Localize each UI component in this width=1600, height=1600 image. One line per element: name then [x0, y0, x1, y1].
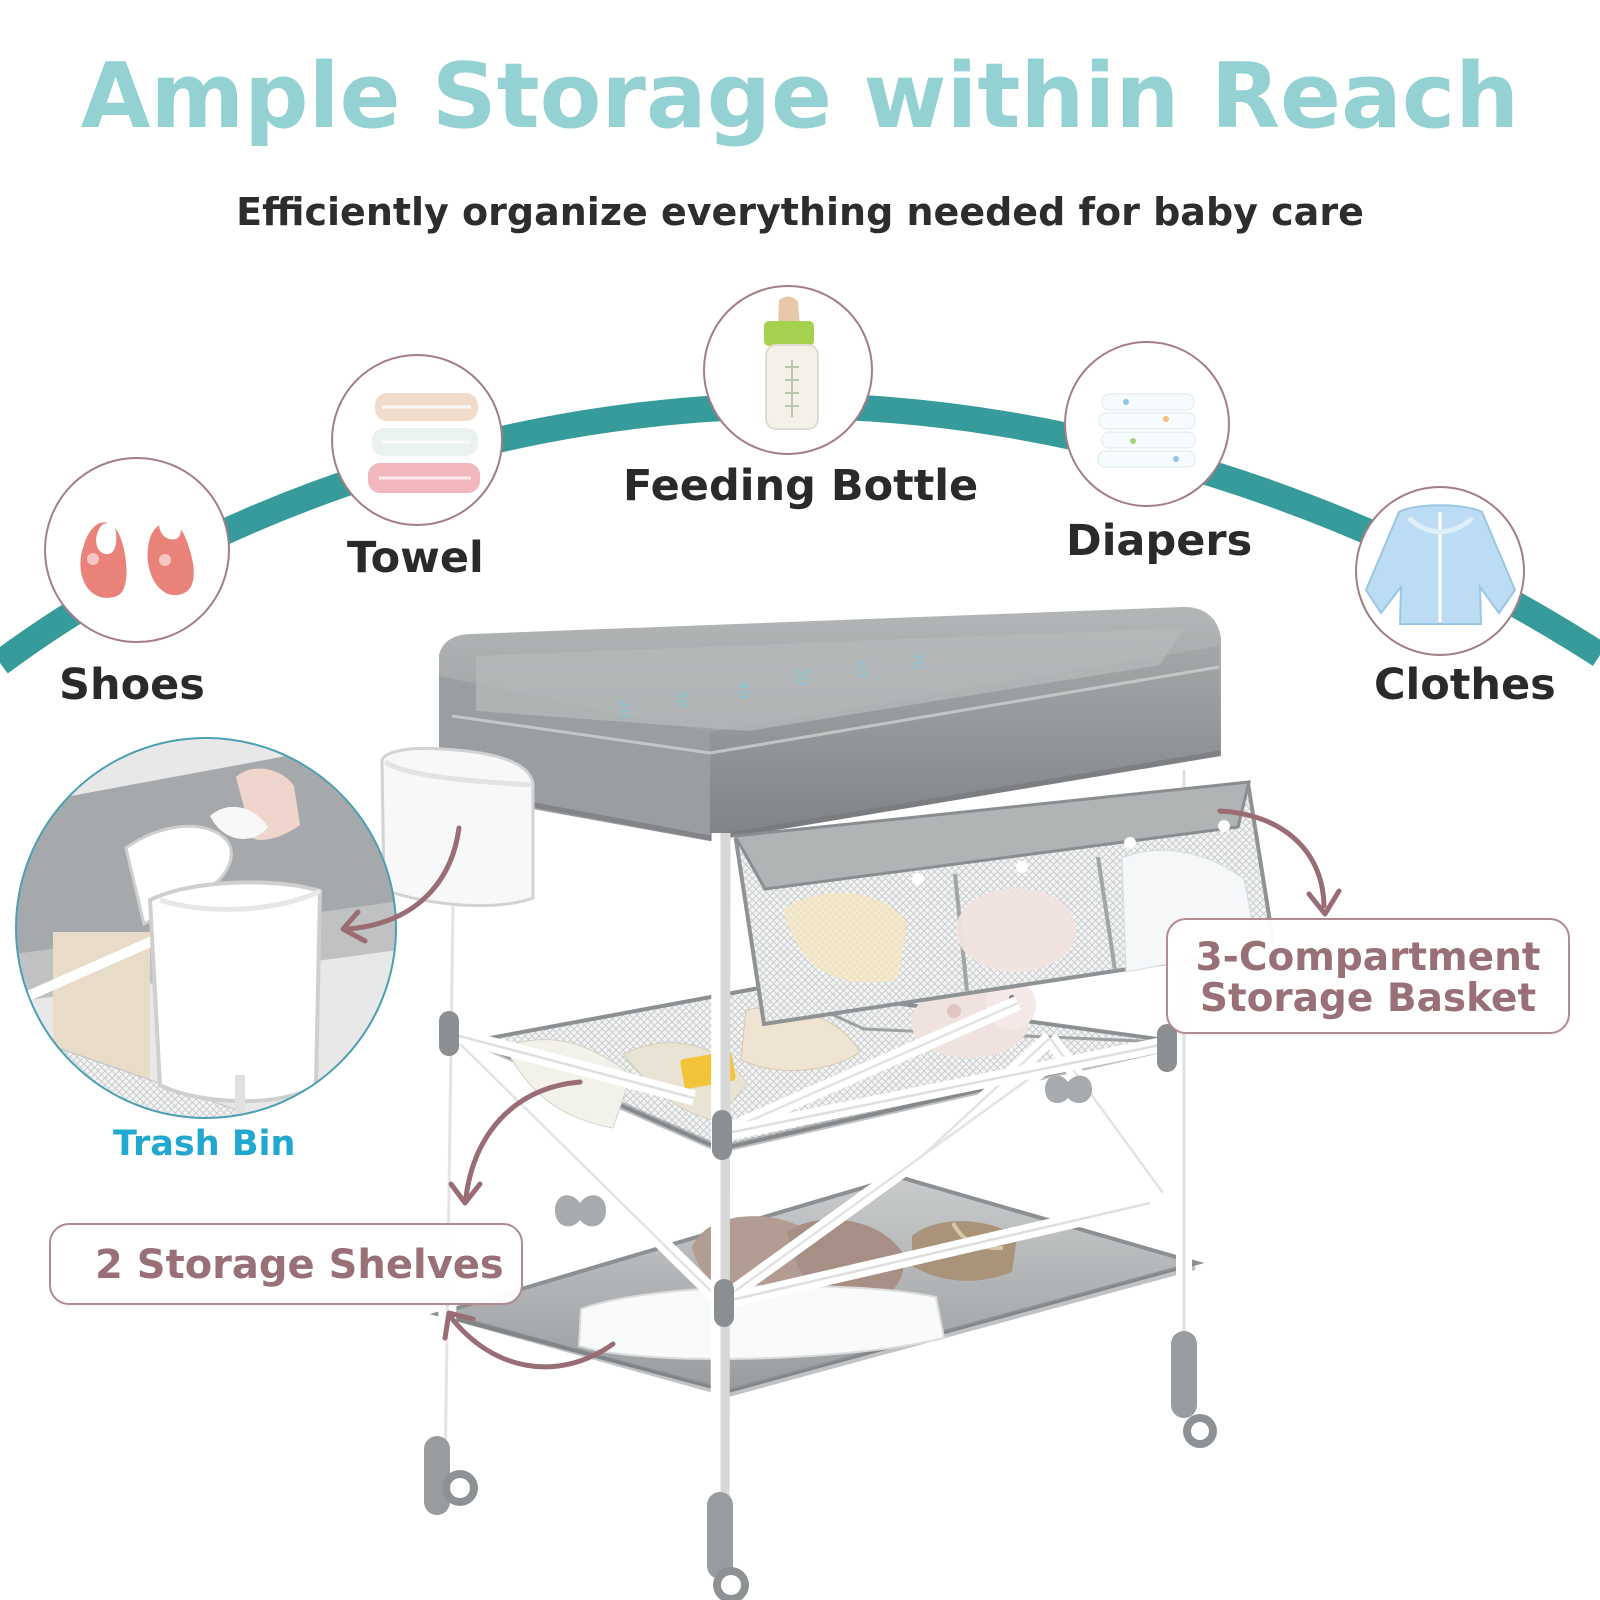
mat-marking-30: 30 — [673, 690, 689, 708]
towel-label: Towel — [347, 533, 484, 583]
mat-marking-60: 60 — [852, 660, 868, 678]
clothes-label: Clothes — [1374, 660, 1556, 710]
trash-bin-detail — [15, 737, 397, 1119]
page-title: Ample Storage within Reach — [80, 44, 1520, 149]
mat-marking-70: 70 — [909, 652, 925, 670]
mat-marking-40: 40 — [735, 681, 751, 699]
feeding-bottle-label: Feeding Bottle — [623, 461, 979, 511]
lower-shelf-arrow — [447, 1313, 616, 1370]
mat-marking-20: 20 — [616, 700, 632, 718]
trash-bin-arrow — [345, 825, 462, 932]
wheel — [442, 1470, 478, 1506]
folding-joint — [555, 1195, 606, 1227]
callout-arrows — [340, 808, 1342, 1370]
trash-bin-label: Trash Bin — [113, 1124, 296, 1164]
shoes-icon — [44, 457, 230, 643]
middle-shelf-arrow — [463, 1079, 583, 1200]
storage-shelves-callout: 2 Storage Shelves — [49, 1223, 523, 1305]
diapers-label: Diapers — [1066, 516, 1253, 566]
wheel — [1183, 1414, 1217, 1448]
basket-arrow — [1217, 808, 1327, 909]
storage-basket-label-line-1: 3-Compartment — [1195, 935, 1541, 980]
clothes-icon — [1355, 486, 1525, 656]
feeding-bottle-icon — [703, 285, 873, 455]
storage-basket-callout: 3-Compartment Storage Basket — [1166, 918, 1570, 1034]
shoes-label: Shoes — [59, 660, 205, 710]
mat-marking-50: 50 — [794, 668, 810, 686]
page-subtitle: Efficiently organize everything needed f… — [236, 190, 1364, 234]
diapers-icon — [1064, 341, 1230, 507]
storage-shelves-label: 2 Storage Shelves — [95, 1242, 504, 1288]
towel-icon — [331, 354, 503, 526]
changing-table: 20 30 40 50 60 70 — [380, 606, 1277, 1600]
wheel — [713, 1567, 749, 1600]
storage-basket-label-line-2: Storage Basket — [1199, 976, 1537, 1021]
